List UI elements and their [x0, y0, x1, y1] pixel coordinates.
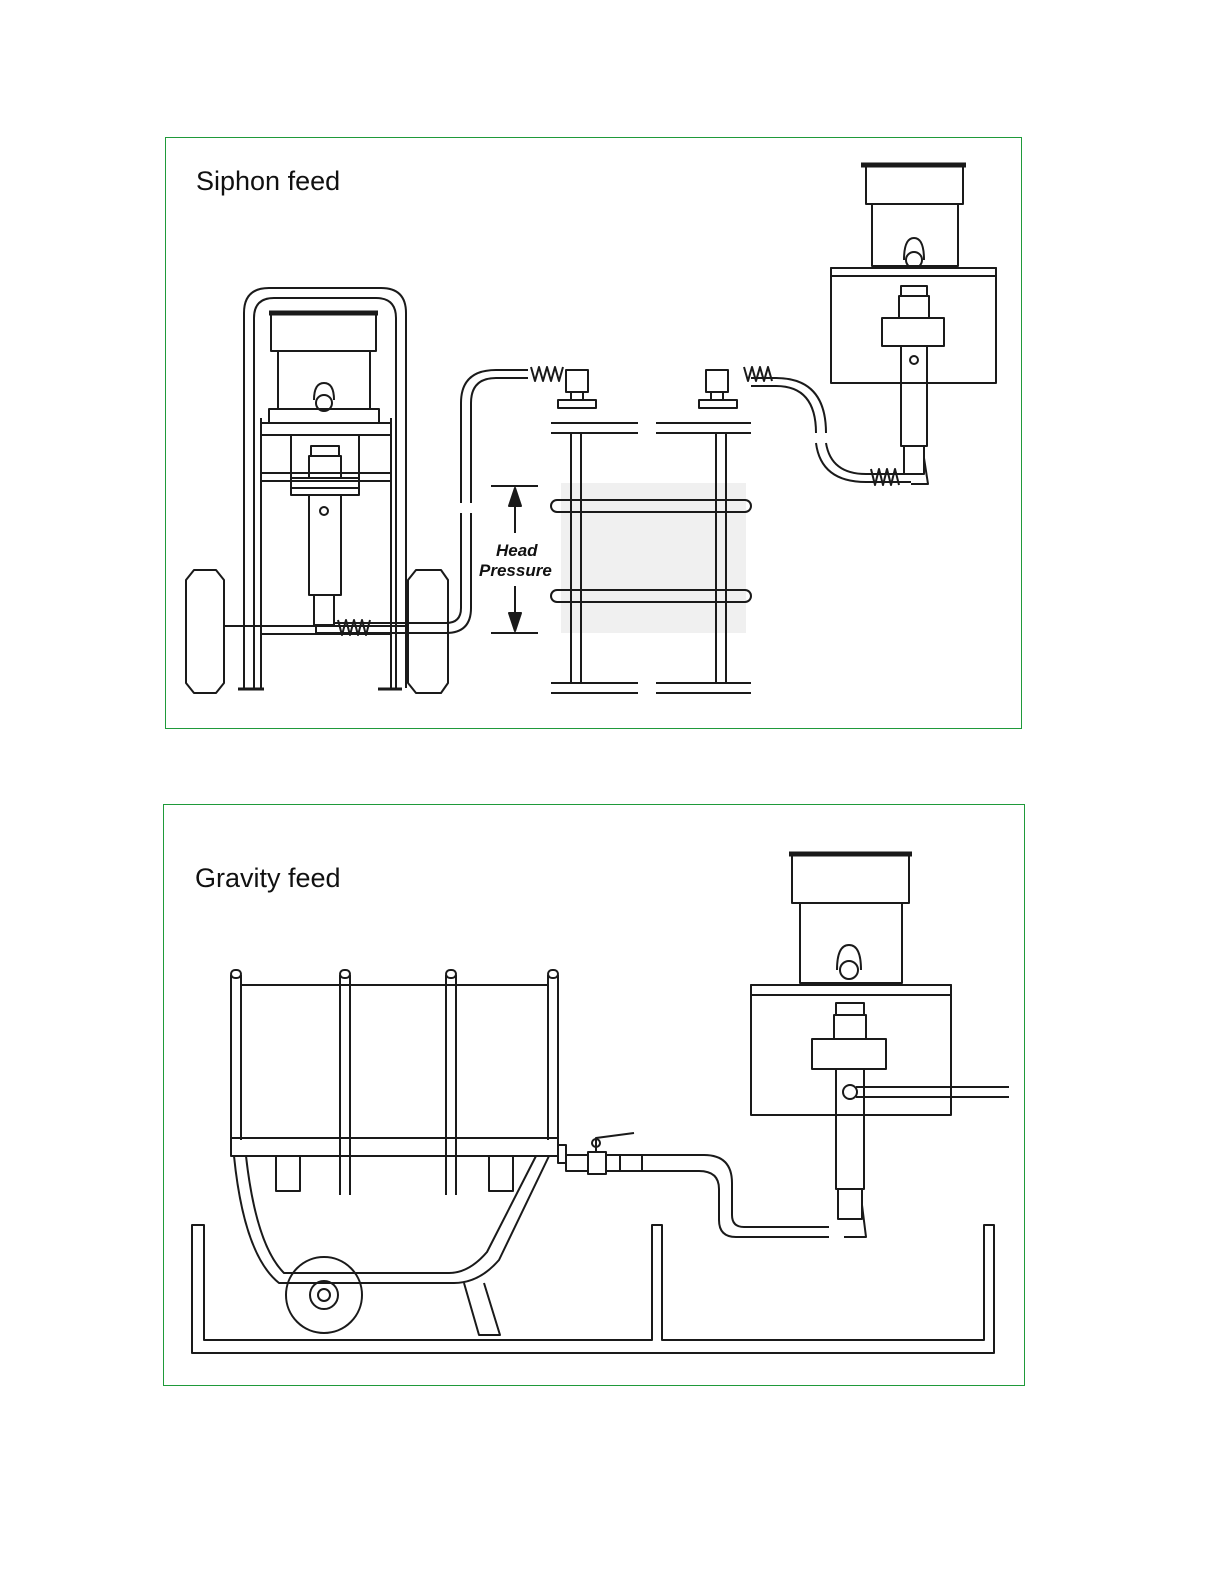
siphon-feed-drawing: Head Pressure: [166, 138, 1023, 730]
drum-cart: [231, 970, 566, 1335]
head-pressure-label-line2: Pressure: [479, 561, 552, 580]
head-pressure-label-line1: Head: [496, 541, 538, 560]
drum: [551, 423, 751, 693]
valve-and-hose: [566, 1133, 829, 1237]
wall-pump-gravity: [751, 854, 1009, 1237]
siphon-feed-panel: Siphon feed: [165, 137, 1022, 729]
gravity-feed-panel: Gravity feed: [163, 804, 1025, 1386]
gravity-feed-drawing: [164, 805, 1026, 1387]
wall-pump-siphon: [699, 165, 996, 485]
